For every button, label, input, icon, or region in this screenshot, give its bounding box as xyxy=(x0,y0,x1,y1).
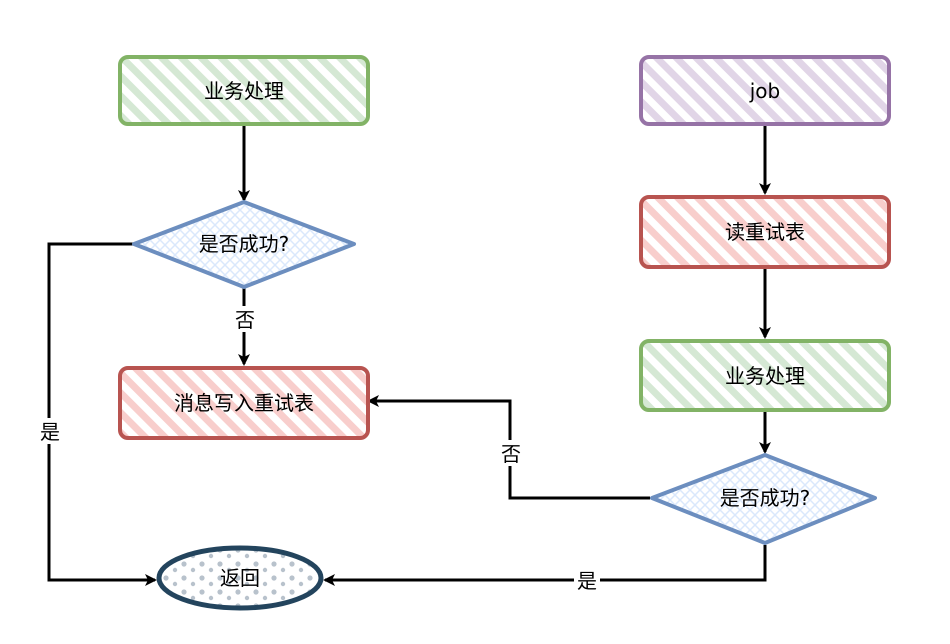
node-write-retry-label: 消息写入重试表 xyxy=(174,391,314,415)
node-read-retry-label: 读重试表 xyxy=(725,220,805,244)
edge-decision-left-yes-to-return xyxy=(47,242,157,586)
node-decision-right-label: 是否成功? xyxy=(720,486,811,510)
edge-label-right-no: 否 xyxy=(501,442,521,466)
edge-label-left-no: 否 xyxy=(235,308,255,332)
node-read-retry[interactable]: 读重试表 xyxy=(639,195,891,269)
node-job[interactable]: job xyxy=(639,55,891,126)
node-biz-right[interactable]: 业务处理 xyxy=(639,339,891,412)
node-decision-right[interactable]: 是否成功? xyxy=(650,453,877,545)
edge-label-bg xyxy=(37,418,63,444)
node-biz-right-label: 业务处理 xyxy=(725,364,805,388)
node-return-label: 返回 xyxy=(220,566,260,590)
edge-decision-right-yes-to-return xyxy=(323,545,767,586)
node-decision-left-label: 是否成功? xyxy=(199,232,290,256)
node-decision-left[interactable]: 是否成功? xyxy=(132,200,356,289)
edge-label-bg xyxy=(232,306,258,332)
edge-label-bg xyxy=(498,440,524,466)
node-biz-left[interactable]: 业务处理 xyxy=(118,55,370,126)
node-job-label: job xyxy=(749,79,781,103)
node-return[interactable]: 返回 xyxy=(156,545,324,611)
edge-label-bg xyxy=(574,567,600,593)
node-biz-left-label: 业务处理 xyxy=(204,79,284,103)
edge-label-right-yes: 是 xyxy=(577,569,597,593)
edge-label-left-yes: 是 xyxy=(40,420,60,444)
node-write-retry[interactable]: 消息写入重试表 xyxy=(118,366,370,440)
